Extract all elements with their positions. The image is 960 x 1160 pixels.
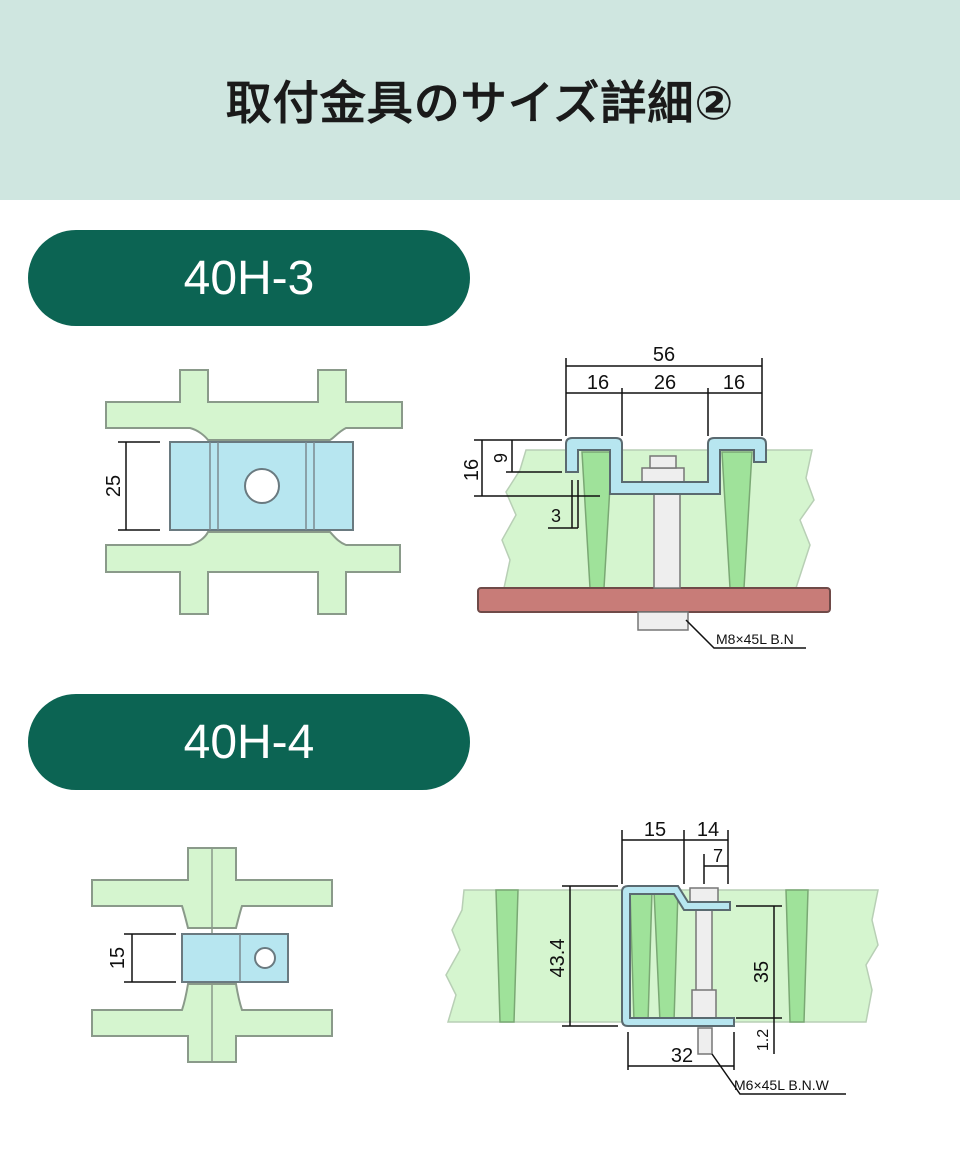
- dim-total-width: 56: [653, 344, 675, 366]
- bolt-hole: [254, 947, 276, 969]
- plan-view-40h-3: [105, 369, 403, 615]
- dim-offset: 7: [713, 846, 723, 866]
- clip-section: [565, 437, 767, 495]
- model-label-text: 40H-3: [183, 251, 315, 305]
- dim-left: 16: [587, 372, 609, 394]
- bolt-head: [637, 611, 689, 631]
- dim-bottom-width: 32: [671, 1045, 693, 1067]
- section-view-40h-4: [445, 885, 879, 1055]
- dim-label: 25: [103, 475, 125, 497]
- bolt-hole: [244, 468, 280, 504]
- page-title: 取付金具のサイズ詳細②: [225, 76, 735, 130]
- model-label-text: 40H-4: [183, 715, 315, 769]
- header-banner: 取付金具のサイズ詳細②: [0, 0, 960, 200]
- dim-inner-height: 9: [491, 453, 511, 463]
- dim-width-b: 14: [697, 819, 719, 841]
- dim-right: 16: [723, 372, 745, 394]
- dim-height: 16: [461, 459, 483, 481]
- dim-label: 15: [107, 947, 129, 969]
- dim-center: 26: [654, 372, 676, 394]
- nut-bottom: [691, 989, 717, 1021]
- model-label-40h-3: 40H-3: [28, 230, 470, 326]
- bearing-bar-left: [495, 889, 519, 1023]
- model-label-40h-4: 40H-4: [28, 694, 470, 790]
- diagram-40h-3: 25 56 16 26 16 16 9 3 M8×45L B.N: [103, 344, 831, 649]
- dim-thickness: 1.2: [755, 1029, 772, 1051]
- bearing-bar-center-a: [629, 889, 653, 1023]
- dim-height: 43.4: [547, 939, 569, 978]
- grating-top-bar: [105, 369, 403, 441]
- diagram-40h-4: 15 15 14 7 43.4 35 1.2 32 M6×45L B.N.W: [91, 819, 879, 1095]
- base-plate: [477, 587, 831, 613]
- clip-section: [621, 885, 735, 1027]
- dim-width-a: 15: [644, 819, 666, 841]
- bearing-bar-right: [785, 889, 809, 1023]
- bolt-tip: [697, 1027, 713, 1055]
- section-dimensions-40h-4: [562, 830, 846, 1095]
- bolt-note: M6×45L B.N.W: [734, 1077, 830, 1093]
- plan-dimension-40h-4: [124, 933, 176, 983]
- dim-thickness: 3: [551, 506, 561, 526]
- section-view-40h-3: [477, 437, 831, 631]
- plan-dimension-40h-3: [118, 441, 160, 531]
- bolt-tip: [649, 455, 677, 469]
- bolt-shank: [653, 485, 681, 589]
- section-dimensions-40h-3: [474, 358, 806, 649]
- plan-clip-40h-3: [169, 441, 354, 531]
- bolt-note: M8×45L B.N: [716, 631, 794, 647]
- dim-inner-height: 35: [751, 961, 773, 983]
- plan-clip-40h-4: [181, 933, 289, 983]
- grating-bottom-bar: [105, 531, 401, 615]
